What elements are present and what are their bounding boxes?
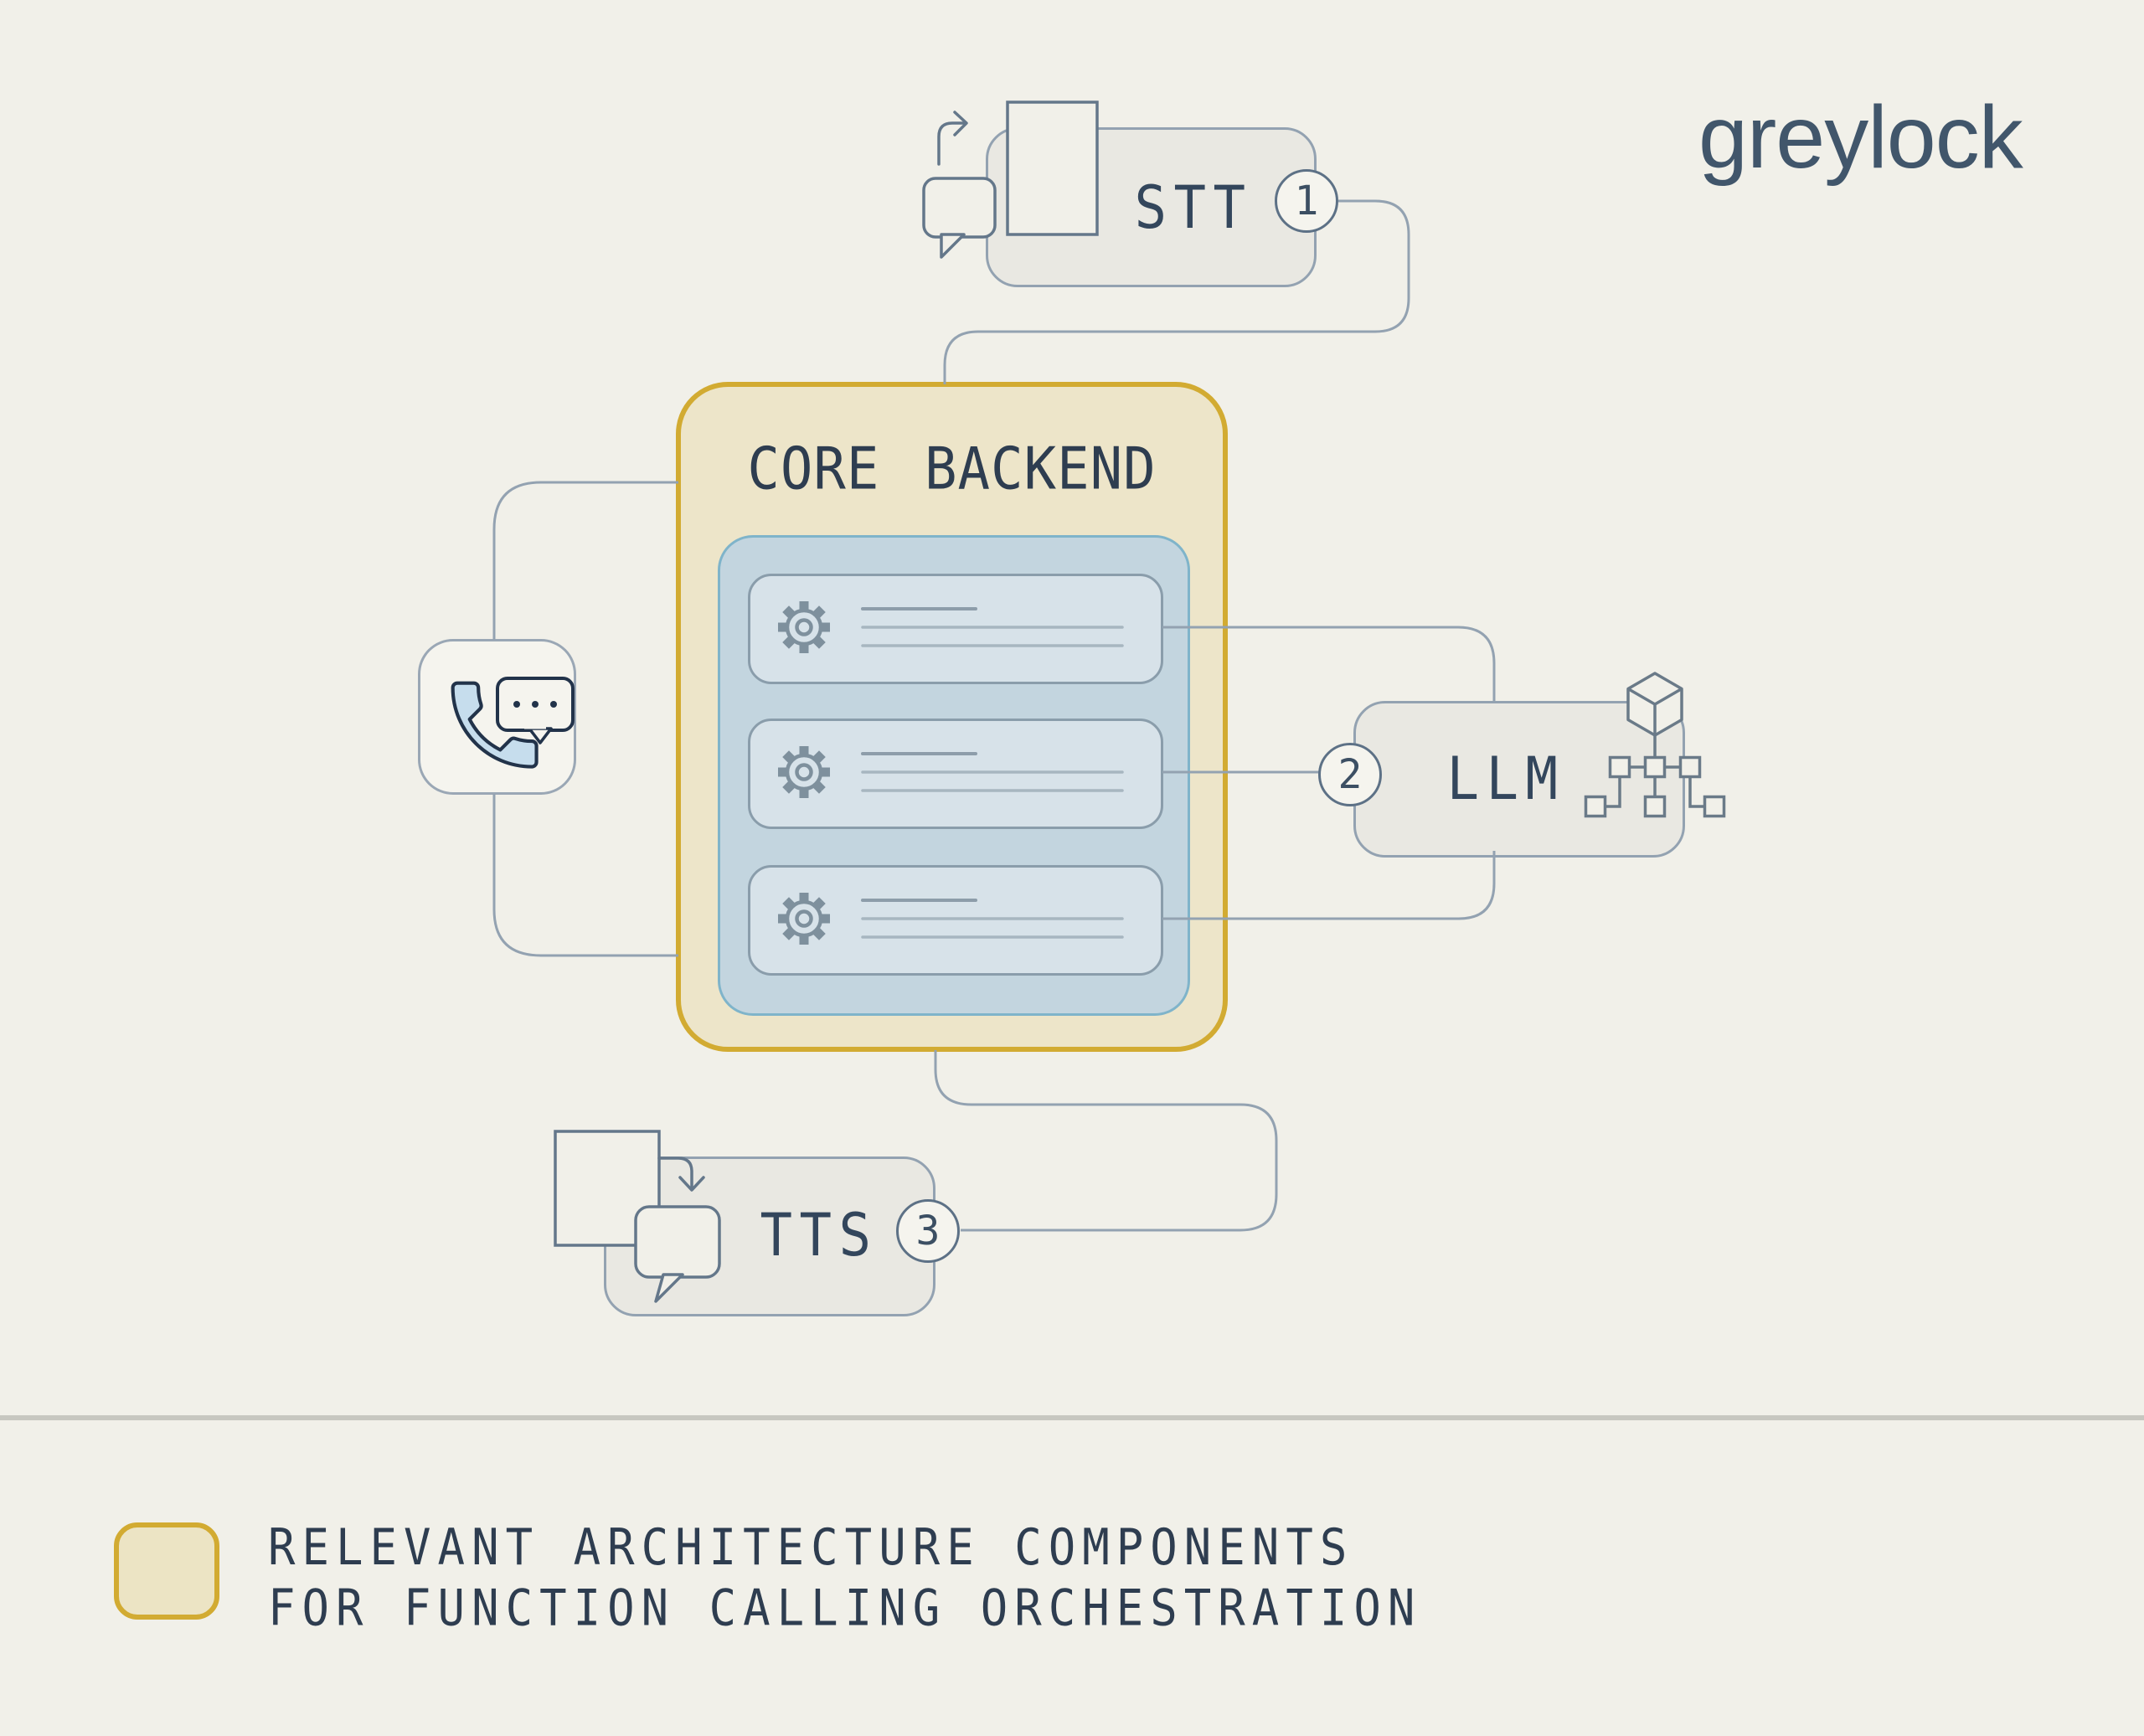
function-module-row [748,574,1163,684]
connector-stt-to-core [943,199,1410,384]
gear-icon [778,601,830,653]
greylock-logo: greylock [1698,88,2023,187]
speech-bubble-icon [634,1205,721,1303]
step-badge-3: 3 [896,1199,960,1263]
gear-icon [778,746,830,798]
step-badge-3-number: 3 [915,1208,941,1254]
llm-label: LLM [1446,745,1565,814]
graph-tree-icon [1584,735,1726,818]
step-badge-1-number: 1 [1294,178,1319,224]
chat-dots-icon [496,677,575,744]
module-text-lines [861,607,1124,939]
gear-icon [778,893,830,945]
speech-bubble-icon [922,177,997,259]
phone-call-icon [451,681,539,769]
connector-core-to-phone-top [492,481,678,640]
connector-core-to-tts [934,1050,1278,1232]
document-icon [1006,100,1099,236]
tts-label: TTS [760,1202,879,1270]
stt-label: STT [1134,174,1253,243]
llm-node: LLM [1353,701,1685,858]
down-arrow-icon [657,1156,705,1192]
legend-caption-line2: FOR FUNCTION CALLING ORCHESTRATION [268,1579,1422,1637]
redo-arrow-icon [937,111,968,166]
connector-llm-to-row3 [1162,851,1496,920]
cube-icon [1626,672,1683,737]
legend-caption-line1: RELEVANT ARCHITECTURE COMPONENTS [268,1518,1354,1577]
section-divider [0,1415,2144,1420]
connector-phone-to-core-bottom [492,794,678,957]
step-badge-2: 2 [1318,743,1382,806]
connector-row1-to-llm [1162,626,1496,703]
step-badge-2-number: 2 [1337,751,1363,798]
step-badge-1: 1 [1275,169,1338,233]
core-backend-title: CORE BACKEND [747,436,1157,503]
legend-caption: RELEVANT ARCHITECTURE COMPONENTS FOR FUN… [268,1517,1421,1639]
legend-color-swatch [114,1522,219,1620]
